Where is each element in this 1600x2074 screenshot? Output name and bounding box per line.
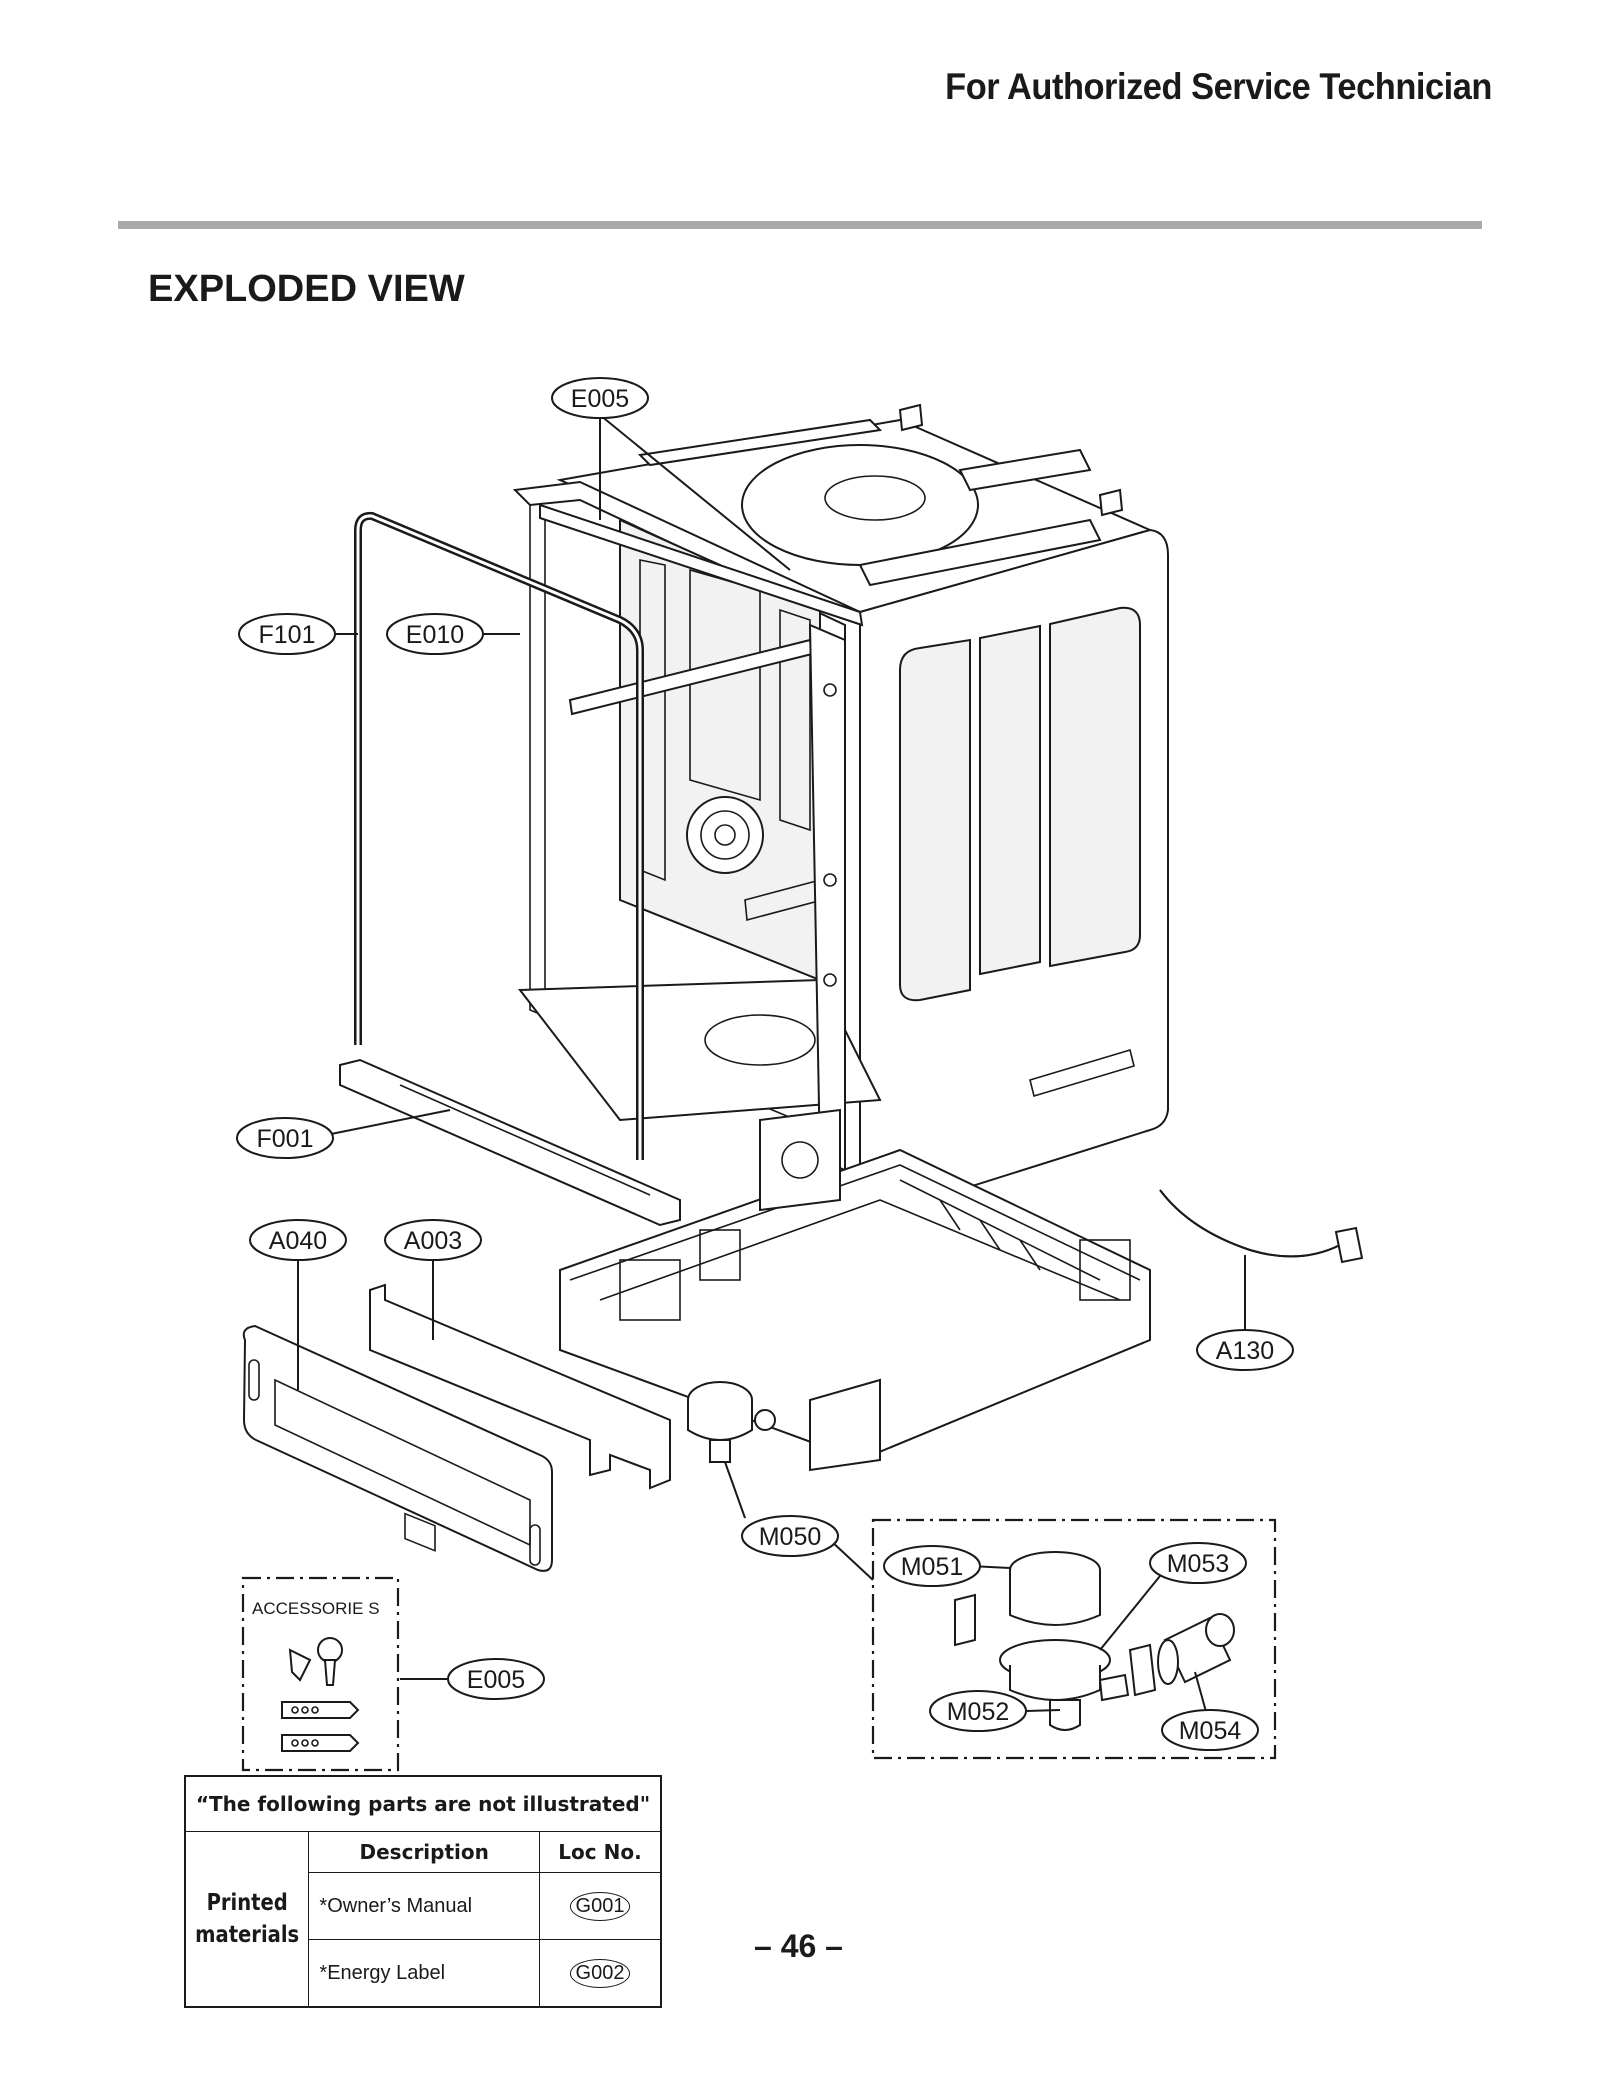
leader-m050 — [724, 1461, 874, 1581]
printed-materials-label: Printed materials — [193, 1831, 301, 2008]
leader-e005-top — [599, 414, 791, 571]
drain-pump — [687, 1381, 776, 1463]
pump-motor — [999, 1551, 1130, 1731]
not-illustrated-table: “The following parts are not illustrated… — [184, 1775, 662, 2008]
svg-text:M050: M050 — [759, 1523, 822, 1551]
svg-text:M052: M052 — [947, 1698, 1010, 1726]
table-row: *Energy Label G002 — [185, 1939, 662, 2008]
svg-text:A040: A040 — [269, 1227, 327, 1255]
section-title: EXPLODED VIEW — [148, 268, 465, 310]
row-description: *Energy Label — [308, 1939, 540, 2008]
svg-text:A003: A003 — [404, 1227, 462, 1255]
callout-f101: F101 — [238, 613, 336, 655]
svg-text:M051: M051 — [901, 1553, 964, 1581]
page-header-title: For Authorized Service Technician — [945, 66, 1492, 107]
callout-e005-top: E005 — [551, 377, 649, 419]
col-loc-header: Loc No. — [539, 1831, 662, 1873]
svg-text:E005: E005 — [467, 1666, 525, 1694]
header-rule — [118, 221, 1482, 229]
toe-kick-panel — [242, 1324, 553, 1572]
callout-m053: M053 — [1149, 1542, 1247, 1584]
accessories-label: ACCESSORIE S — [252, 1599, 380, 1618]
svg-text:E005: E005 — [571, 385, 629, 413]
col-description-header: Description — [308, 1831, 540, 1873]
callout-a003: A003 — [384, 1219, 482, 1261]
tub-assembly — [512, 403, 1169, 1217]
pump-elbow — [1157, 1613, 1235, 1685]
not-illustrated-title: “The following parts are not illustrated… — [184, 1775, 662, 1832]
callout-a130: A130 — [1196, 1329, 1294, 1371]
svg-text:M053: M053 — [1167, 1550, 1230, 1578]
callout-m052: M052 — [929, 1690, 1027, 1732]
table-row: *Owner’s Manual G001 — [185, 1872, 662, 1940]
callout-a040: A040 — [249, 1219, 347, 1261]
leader-m052 — [1025, 1709, 1061, 1712]
row-loc: G001 — [539, 1872, 662, 1940]
callout-m054: M054 — [1161, 1709, 1259, 1751]
callout-e010: E010 — [386, 613, 484, 655]
leader-m053 — [1099, 1575, 1161, 1651]
svg-text:E010: E010 — [406, 621, 464, 649]
accessory-screws — [288, 1637, 343, 1686]
accessories-box — [241, 1576, 400, 1772]
toe-brace — [369, 1283, 671, 1490]
accessory-brackets — [281, 1701, 360, 1752]
callout-e005-accessories: E005 — [447, 1658, 545, 1700]
lower-seal-bracket — [339, 1058, 681, 1227]
callout-m050: M050 — [741, 1515, 839, 1557]
page-number: – 46 – — [754, 1928, 843, 1964]
svg-text:M054: M054 — [1179, 1717, 1242, 1745]
row-description: *Owner’s Manual — [308, 1872, 540, 1940]
callout-m051: M051 — [883, 1545, 981, 1587]
callout-f001: F001 — [236, 1117, 334, 1159]
leader-f001 — [330, 1109, 451, 1135]
row-loc: G002 — [539, 1939, 662, 2008]
svg-text:F001: F001 — [257, 1125, 314, 1153]
pump-detail-box — [871, 1518, 1277, 1760]
drain-hose — [1159, 1189, 1364, 1264]
svg-text:A130: A130 — [1216, 1337, 1274, 1365]
svg-text:F101: F101 — [259, 621, 316, 649]
pump-gasket-clip — [954, 1593, 1157, 1697]
